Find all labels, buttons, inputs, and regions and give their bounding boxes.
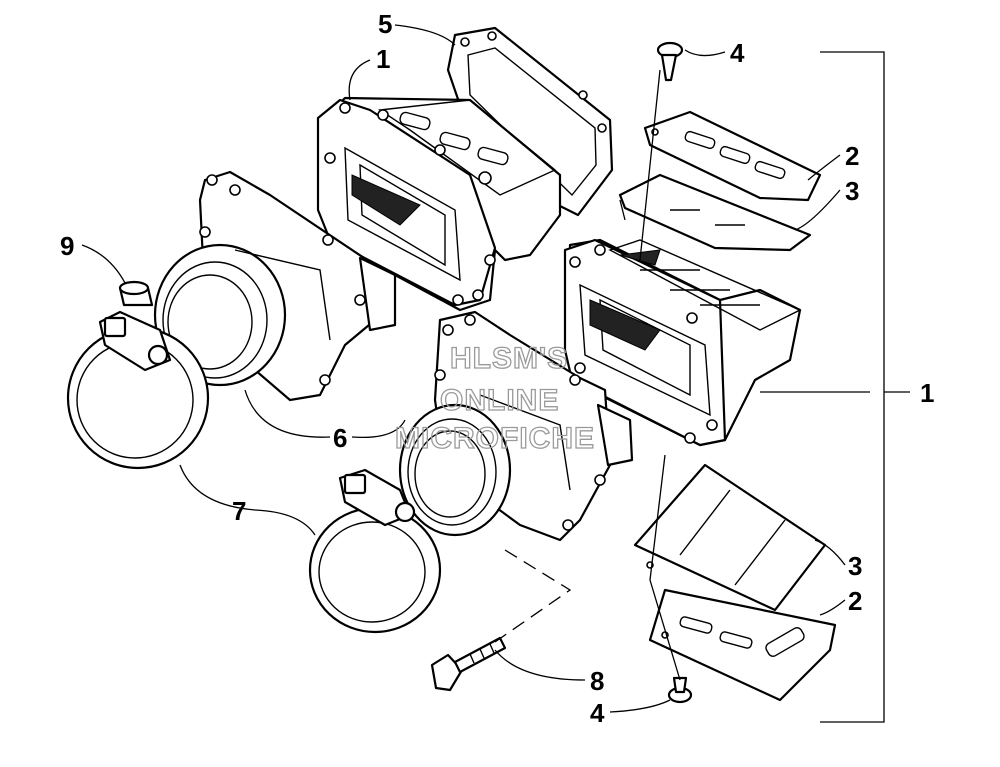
- callout-1-right: 1: [920, 378, 934, 408]
- watermark-line-3: MICROFICHE: [395, 422, 595, 455]
- reed-petal-bottom: [633, 463, 827, 612]
- leader-lines: [81, 24, 870, 713]
- callout-1-top: 1: [376, 44, 390, 74]
- hose-clamp-upper: [66, 310, 210, 470]
- assembly-lines: [494, 51, 910, 723]
- reed-valve-cage-upper: [316, 96, 562, 312]
- watermark-line-1: HLSM'S: [450, 342, 568, 375]
- callouts: 5 1 4 2 3 9 1 6 7 3 2 8 4: [60, 9, 934, 728]
- callout-4-top: 4: [730, 38, 745, 68]
- reed-petal-top: [643, 110, 822, 202]
- callout-3-bottom: 3: [848, 551, 862, 581]
- callout-2-top: 2: [845, 141, 859, 171]
- reed-stopper-top: [618, 173, 812, 252]
- watermark: HLSM'S ONLINE MICROFICHE: [394, 341, 595, 455]
- callout-4-bottom: 4: [590, 698, 605, 728]
- callout-3-top: 3: [845, 176, 859, 206]
- callout-9: 9: [60, 231, 74, 261]
- callout-2-bottom: 2: [848, 586, 862, 616]
- callout-5: 5: [378, 9, 392, 39]
- callout-8: 8: [590, 666, 604, 696]
- bolt-part-8: [430, 636, 507, 692]
- callout-7: 7: [232, 496, 246, 526]
- watermark-line-2: ONLINE: [440, 384, 559, 417]
- callout-6: 6: [333, 423, 347, 453]
- gasket-part-5: [446, 26, 614, 217]
- spacer-part-9: [118, 280, 154, 307]
- screw-part-4-top: [656, 41, 684, 82]
- reed-stopper-bottom: [648, 588, 837, 702]
- intake-boot-lower: [398, 310, 634, 542]
- screw-part-4-bottom: [667, 676, 693, 704]
- hose-clamp-lower: [308, 468, 442, 634]
